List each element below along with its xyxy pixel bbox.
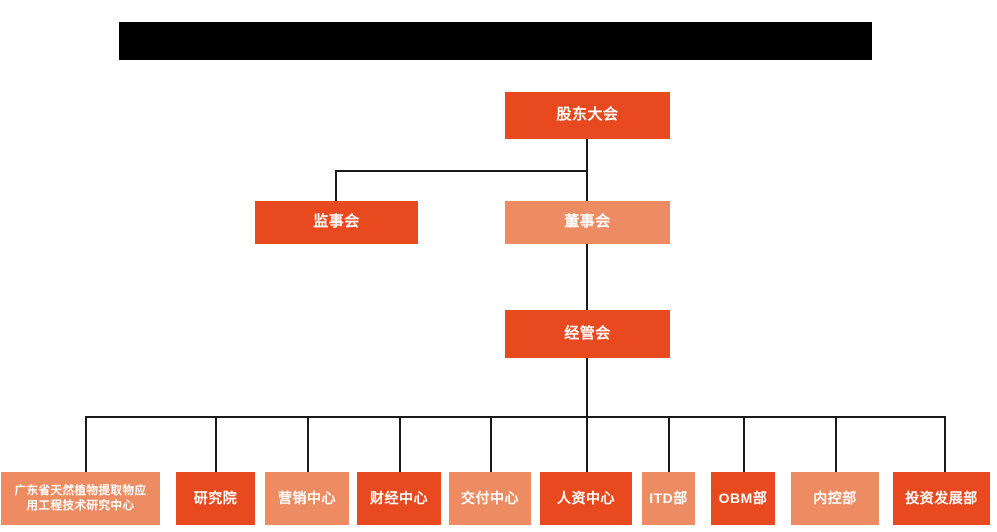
- node-board-of-supervisors[interactable]: 监事会: [255, 201, 418, 244]
- node-label: 监事会: [313, 213, 360, 231]
- connector-management-down: [586, 358, 588, 417]
- node-board-of-directors[interactable]: 董事会: [505, 201, 670, 244]
- node-marketing-center[interactable]: 营销中心: [265, 472, 349, 525]
- node-obm-department[interactable]: OBM部: [711, 472, 775, 525]
- node-label: 人资中心: [557, 489, 615, 506]
- node-itd-department[interactable]: ITD部: [642, 472, 695, 525]
- connector-drop-itd: [668, 416, 670, 472]
- connector-drop-supervisors: [335, 170, 337, 201]
- connector-drop-delivery: [490, 416, 492, 472]
- connector-drop-finance: [399, 416, 401, 472]
- connector-directors-management: [586, 243, 588, 310]
- node-hr-center[interactable]: 人资中心: [540, 472, 632, 525]
- node-label: 广东省天然植物提取物应 用工程技术研究中心: [14, 485, 147, 512]
- connector-drop-research-center: [85, 416, 87, 472]
- connector-level1-bus: [335, 170, 588, 172]
- connector-drop-marketing: [307, 416, 309, 472]
- node-label: 研究院: [193, 489, 238, 506]
- node-label: 董事会: [564, 213, 611, 231]
- node-label: 交付中心: [461, 489, 519, 506]
- connector-shareholders-down: [586, 139, 588, 171]
- node-label: 投资发展部: [905, 489, 978, 506]
- node-label: 股东大会: [556, 106, 619, 124]
- node-institute[interactable]: 研究院: [176, 472, 255, 525]
- connector-drop-institute: [215, 416, 217, 472]
- node-label: 营销中心: [278, 489, 336, 506]
- node-management-committee[interactable]: 经管会: [505, 310, 670, 358]
- title-banner: [119, 22, 872, 60]
- node-label: 财经中心: [370, 489, 428, 506]
- connector-drop-investment: [944, 416, 946, 472]
- node-shareholders-meeting[interactable]: 股东大会: [505, 92, 670, 139]
- node-research-center[interactable]: 广东省天然植物提取物应 用工程技术研究中心: [1, 472, 160, 525]
- node-delivery-center[interactable]: 交付中心: [449, 472, 531, 525]
- node-label: OBM部: [718, 489, 768, 506]
- node-label: 内控部: [813, 489, 857, 506]
- node-investment-development-department[interactable]: 投资发展部: [893, 472, 990, 525]
- connector-drop-internal-control: [835, 416, 837, 472]
- node-label: ITD部: [649, 489, 688, 506]
- connector-drop-directors: [586, 170, 588, 201]
- node-internal-control-department[interactable]: 内控部: [791, 472, 879, 525]
- node-label: 经管会: [564, 324, 611, 342]
- connector-drop-obm: [743, 416, 745, 472]
- node-finance-center[interactable]: 财经中心: [357, 472, 441, 525]
- connector-drop-hr: [586, 416, 588, 472]
- connector-level4-bus: [85, 416, 946, 418]
